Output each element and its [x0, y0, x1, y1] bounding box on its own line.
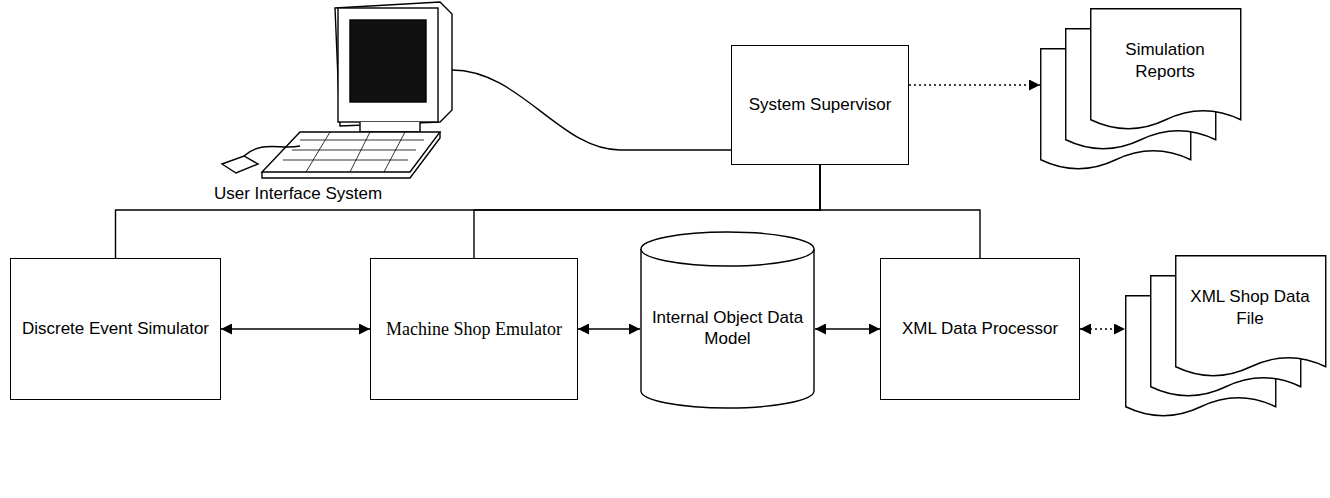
- process-box: XML Data Processor: [880, 258, 1080, 400]
- cylinder-top: [641, 232, 814, 266]
- text-area: Simulation Reports: [1098, 18, 1232, 103]
- node-text: Discrete Event Simulator: [22, 318, 209, 339]
- document-page: [1176, 256, 1326, 376]
- keyboard-keys: [283, 132, 424, 172]
- text-area: Internal Object Data Model: [650, 272, 805, 384]
- mouse: [222, 156, 258, 173]
- keyboard: [262, 132, 440, 172]
- connector: [815, 328, 880, 329]
- supervisor-box: System Supervisor: [731, 45, 909, 165]
- connector: [1080, 328, 1125, 329]
- node-text: System Supervisor: [749, 94, 892, 115]
- computer: [222, 2, 731, 178]
- node-text: XML Shop Data File: [1183, 286, 1317, 329]
- connector: [820, 165, 980, 258]
- text-area: XML Shop Data File: [1183, 265, 1317, 350]
- report-stack: Simulation Reports: [1040, 8, 1240, 173]
- monitor-screen: [350, 20, 426, 102]
- illustration-caption: User Interface System: [214, 184, 382, 204]
- monitor-body: [335, 2, 452, 126]
- connector: [909, 84, 1040, 85]
- document-shape: [1125, 255, 1325, 420]
- node-text: Simulation Reports: [1098, 39, 1232, 82]
- process-box: Machine Shop Emulator: [370, 258, 578, 400]
- cylinder-body: [641, 249, 814, 408]
- node-text: XML Data Processor: [902, 318, 1058, 339]
- node-text: Machine Shop Emulator: [386, 318, 562, 341]
- database-cylinder: Internal Object Data Model: [640, 232, 815, 408]
- mouse-cable: [244, 146, 300, 156]
- connector: [578, 328, 640, 329]
- file-stack: XML Shop Data File: [1125, 255, 1325, 420]
- document-shape: [1040, 8, 1240, 173]
- connector: [221, 328, 370, 329]
- monitor-stand: [360, 122, 420, 132]
- monitor-front: [338, 8, 438, 122]
- keyboard-edge: [262, 132, 440, 178]
- node-text: Internal Object Data Model: [650, 307, 805, 350]
- document-page: [1091, 9, 1241, 129]
- process-box: Discrete Event Simulator: [10, 258, 221, 400]
- computer-cable: [452, 70, 731, 150]
